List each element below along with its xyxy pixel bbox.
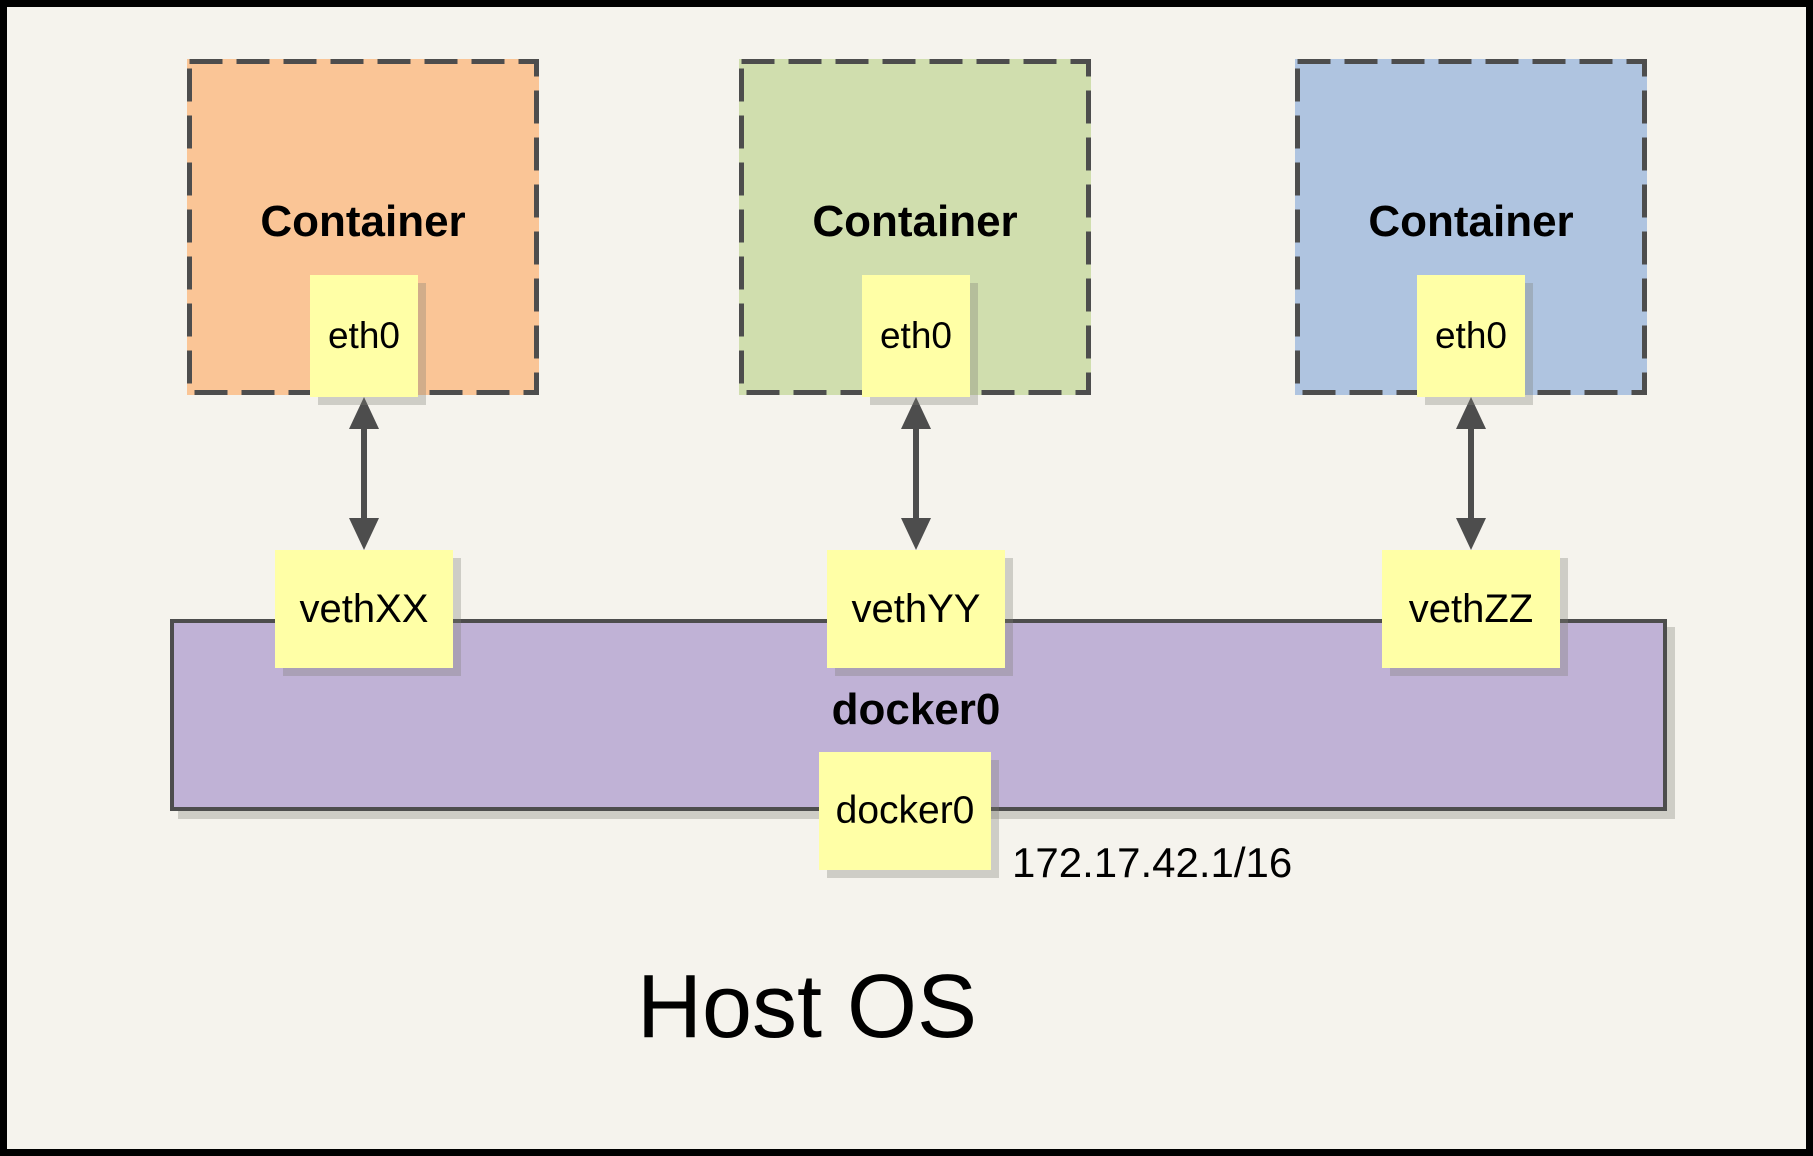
host-os-label: Host OS <box>636 957 978 1057</box>
veth-label: vethYY <box>851 586 981 631</box>
bridge-ip-label: 172.17.42.1/16 <box>1012 839 1293 886</box>
bridge-interface-box: docker0 <box>819 752 991 870</box>
veth-label: vethXX <box>299 586 429 631</box>
interface-label: eth0 <box>327 315 400 356</box>
eth0-interface-box: eth0 <box>1417 275 1525 397</box>
container-label: Container <box>812 197 1018 246</box>
eth0-interface-box: eth0 <box>310 275 418 397</box>
bidirectional-arrow-icon <box>349 397 379 550</box>
bidirectional-arrow-icon <box>1456 397 1486 550</box>
veth-label: vethZZ <box>1408 586 1534 631</box>
veth-box: vethXX <box>275 550 453 668</box>
bidirectional-arrow-icon <box>901 397 931 550</box>
veth-box: vethYY <box>827 550 1005 668</box>
container-label: Container <box>1368 197 1574 246</box>
eth0-interface-box: eth0 <box>862 275 970 397</box>
interface-label: docker0 <box>835 789 975 832</box>
container-label: Container <box>260 197 466 246</box>
interface-label: eth0 <box>1434 315 1507 356</box>
interface-label: eth0 <box>879 315 952 356</box>
bridge-label: docker0 <box>831 685 1001 734</box>
veth-box: vethZZ <box>1382 550 1560 668</box>
